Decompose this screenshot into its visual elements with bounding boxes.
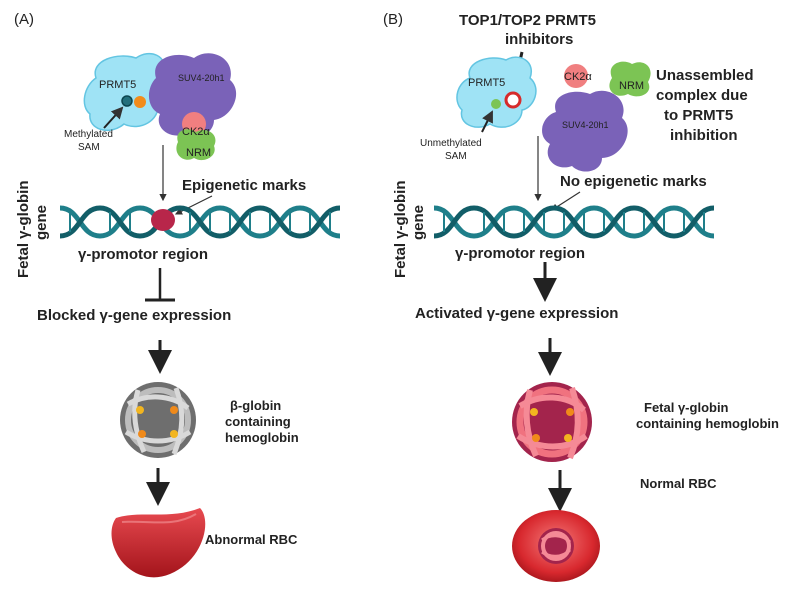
rbc-hemoglobin-b	[538, 528, 574, 564]
panel-b-label: (B)	[383, 11, 403, 28]
suv-protein-a	[148, 53, 237, 138]
prmt5-label-a: PRMT5	[99, 79, 136, 91]
sam-arrow-a	[103, 106, 124, 129]
ck2-label-a: CK2α	[182, 126, 210, 138]
abnormal-rbc	[111, 508, 206, 578]
unassembled-label-2: complex due	[656, 87, 748, 104]
methyl-star-a	[134, 96, 146, 108]
beta-globin-hemoglobin	[120, 382, 196, 458]
suv-label-b: SUV4-20h1	[562, 120, 609, 130]
rbc-label-b: Normal RBC	[640, 476, 717, 491]
rbc-label-a: Abnormal RBC	[205, 532, 298, 547]
globin-label-a-3: hemoglobin	[225, 430, 299, 445]
ck2-label-b: CK2α	[564, 71, 592, 83]
gene-label-b-1: Fetal γ-globin	[392, 181, 409, 279]
suv-protein-b	[542, 90, 628, 172]
activated-label-b: Activated γ-gene expression	[415, 305, 618, 322]
complex-a	[83, 52, 237, 161]
prmt5-protein-b	[456, 56, 537, 128]
ck2-protein-b	[564, 64, 588, 88]
methylated-label-a: Methylated	[64, 129, 113, 140]
suv-label-a: SUV4-20h1	[178, 73, 225, 83]
promoter-label-a: γ-promotor region	[78, 246, 208, 263]
unmethylated-label-b: Unmethylated	[420, 138, 482, 149]
sam-site-a	[121, 95, 133, 107]
blocked-label-a: Blocked γ-gene expression	[37, 307, 231, 324]
sam-label-b: SAM	[445, 151, 467, 162]
globin-label-b-1: Fetal γ-globin	[644, 400, 729, 415]
fetal-hemoglobin	[512, 382, 592, 462]
nrm-label-a: NRM	[186, 147, 211, 159]
sam-label-a: SAM	[78, 142, 100, 153]
inhibitors-label-1: TOP1/TOP2 PRMT5	[459, 12, 596, 29]
dna-helix-b	[433, 205, 715, 239]
gene-label-a-2: gene	[33, 205, 50, 240]
inhibitors-label-2: inhibitors	[505, 31, 573, 48]
inhibitor-ring-b	[504, 91, 522, 109]
globin-label-a-1: β-globin	[230, 398, 281, 413]
nrm-protein-b	[609, 61, 651, 97]
nrm-label-b: NRM	[619, 80, 644, 92]
unassembled-label-4: inhibition	[670, 127, 737, 144]
globin-label-a-2: containing	[225, 414, 291, 429]
epigenetic-label-a: Epigenetic marks	[182, 177, 306, 194]
marks-arrow-a	[174, 195, 213, 215]
prmt5-label-b: PRMT5	[468, 77, 505, 89]
panel-a-label: (A)	[14, 11, 34, 28]
sam-site-b	[491, 99, 501, 109]
unassembled-label-1: Unassembled	[656, 67, 754, 84]
nrm-protein-a	[176, 129, 216, 161]
gene-label-a-1: Fetal γ-globin	[15, 181, 32, 279]
sam-arrow-b	[481, 110, 493, 133]
gene-label-b-2: gene	[410, 205, 427, 240]
unassembled-label-3: to PRMT5	[664, 107, 733, 124]
globin-label-b-2: containing hemoglobin	[636, 416, 779, 431]
epigenetic-mark-a	[151, 209, 175, 231]
dna-helix-a	[59, 205, 341, 239]
no-marks-label-b: No epigenetic marks	[560, 173, 707, 190]
promoter-label-b: γ-promotor region	[455, 245, 585, 262]
